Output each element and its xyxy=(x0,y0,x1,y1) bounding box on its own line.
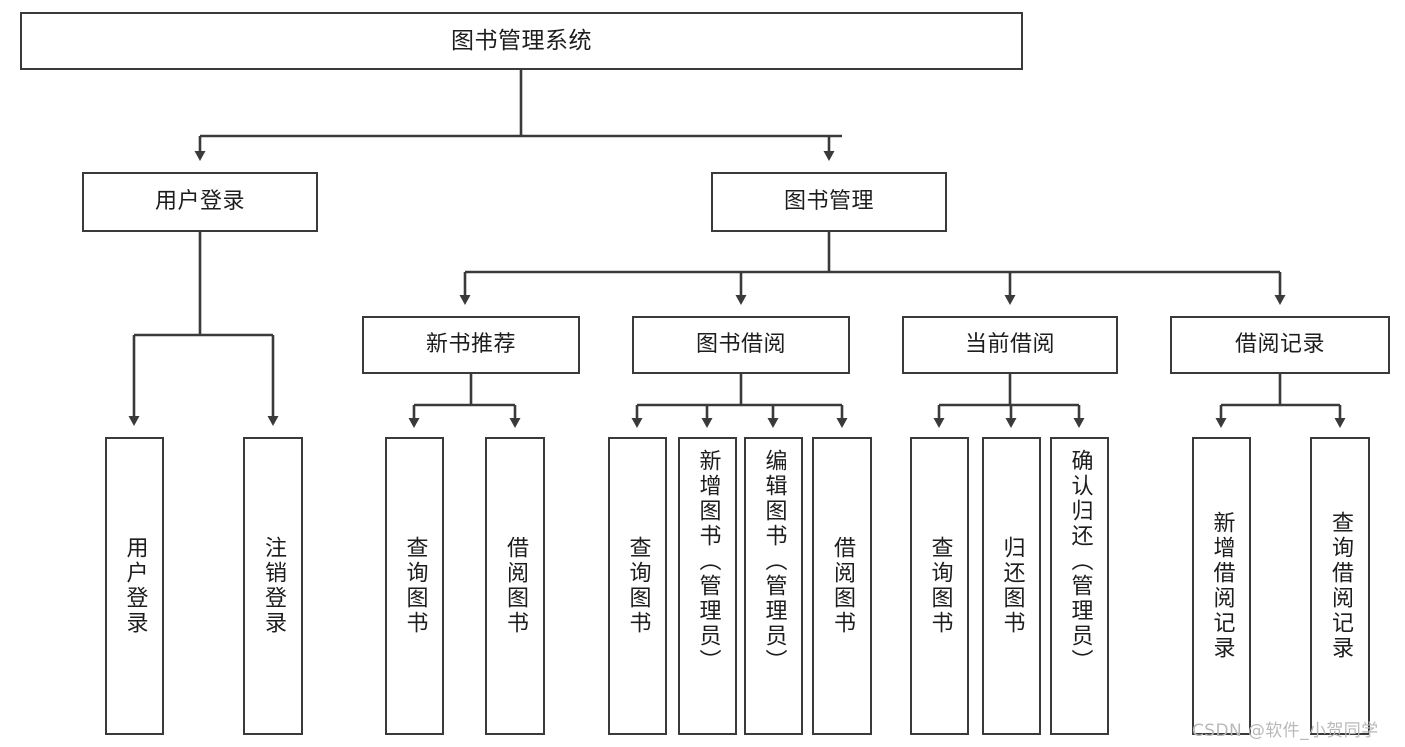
node-book-manage-label: 图书管理 xyxy=(783,189,874,215)
node-user-login-label: 用户登录 xyxy=(154,189,245,215)
node-new-book-rec[interactable]: 新书推荐 xyxy=(362,316,580,374)
node-borrow-record-label: 借阅记录 xyxy=(1234,332,1325,358)
node-leaf-edit-book-admin-label: 编辑图书（管理员） xyxy=(761,449,787,674)
node-leaf-add-borrow-record[interactable]: 新增借阅记录 xyxy=(1192,437,1251,735)
node-leaf-return-book-label: 归还图书 xyxy=(999,536,1025,636)
node-leaf-logout-login[interactable]: 注销登录 xyxy=(243,437,303,735)
node-current-borrow[interactable]: 当前借阅 xyxy=(902,316,1118,374)
node-leaf-add-book-admin[interactable]: 新增图书（管理员） xyxy=(678,437,737,735)
node-leaf-add-book-admin-label: 新增图书（管理员） xyxy=(695,449,721,674)
node-leaf-query-book-2-label: 查询图书 xyxy=(625,536,651,636)
node-leaf-logout-login-label: 注销登录 xyxy=(261,536,286,636)
node-book-borrow-label: 图书借阅 xyxy=(695,332,786,358)
node-book-borrow[interactable]: 图书借阅 xyxy=(632,316,850,374)
node-leaf-user-login[interactable]: 用户登录 xyxy=(105,437,164,735)
node-leaf-query-book-3[interactable]: 查询图书 xyxy=(910,437,969,735)
node-leaf-borrow-book-2-label: 借阅图书 xyxy=(830,536,855,636)
node-leaf-query-book-3-label: 查询图书 xyxy=(927,536,953,636)
node-leaf-confirm-return-admin-label: 确认归还（管理员） xyxy=(1067,449,1093,674)
node-leaf-edit-book-admin[interactable]: 编辑图书（管理员） xyxy=(744,437,803,735)
node-leaf-borrow-book-1[interactable]: 借阅图书 xyxy=(485,437,545,735)
node-leaf-confirm-return-admin[interactable]: 确认归还（管理员） xyxy=(1050,437,1109,735)
node-leaf-query-borrow-record-label: 查询借阅记录 xyxy=(1328,511,1353,661)
node-leaf-borrow-book-1-label: 借阅图书 xyxy=(503,536,528,636)
node-current-borrow-label: 当前借阅 xyxy=(964,332,1055,358)
node-root[interactable]: 图书管理系统 xyxy=(20,12,1023,70)
node-leaf-query-book-2[interactable]: 查询图书 xyxy=(608,437,667,735)
node-book-manage[interactable]: 图书管理 xyxy=(711,172,947,232)
node-user-login[interactable]: 用户登录 xyxy=(82,172,318,232)
node-new-book-rec-label: 新书推荐 xyxy=(425,332,516,358)
node-leaf-return-book[interactable]: 归还图书 xyxy=(982,437,1041,735)
node-leaf-borrow-book-2[interactable]: 借阅图书 xyxy=(812,437,872,735)
node-leaf-add-borrow-record-label: 新增借阅记录 xyxy=(1209,511,1235,661)
node-borrow-record[interactable]: 借阅记录 xyxy=(1170,316,1390,374)
node-root-label: 图书管理系统 xyxy=(451,27,592,54)
node-leaf-query-book-1[interactable]: 查询图书 xyxy=(385,437,444,735)
node-leaf-user-login-label: 用户登录 xyxy=(122,536,148,636)
csdn-watermark: CSDN @软件_小贺同学 xyxy=(1192,721,1379,741)
node-leaf-query-book-1-label: 查询图书 xyxy=(402,536,428,636)
node-leaf-query-borrow-record[interactable]: 查询借阅记录 xyxy=(1310,437,1370,735)
